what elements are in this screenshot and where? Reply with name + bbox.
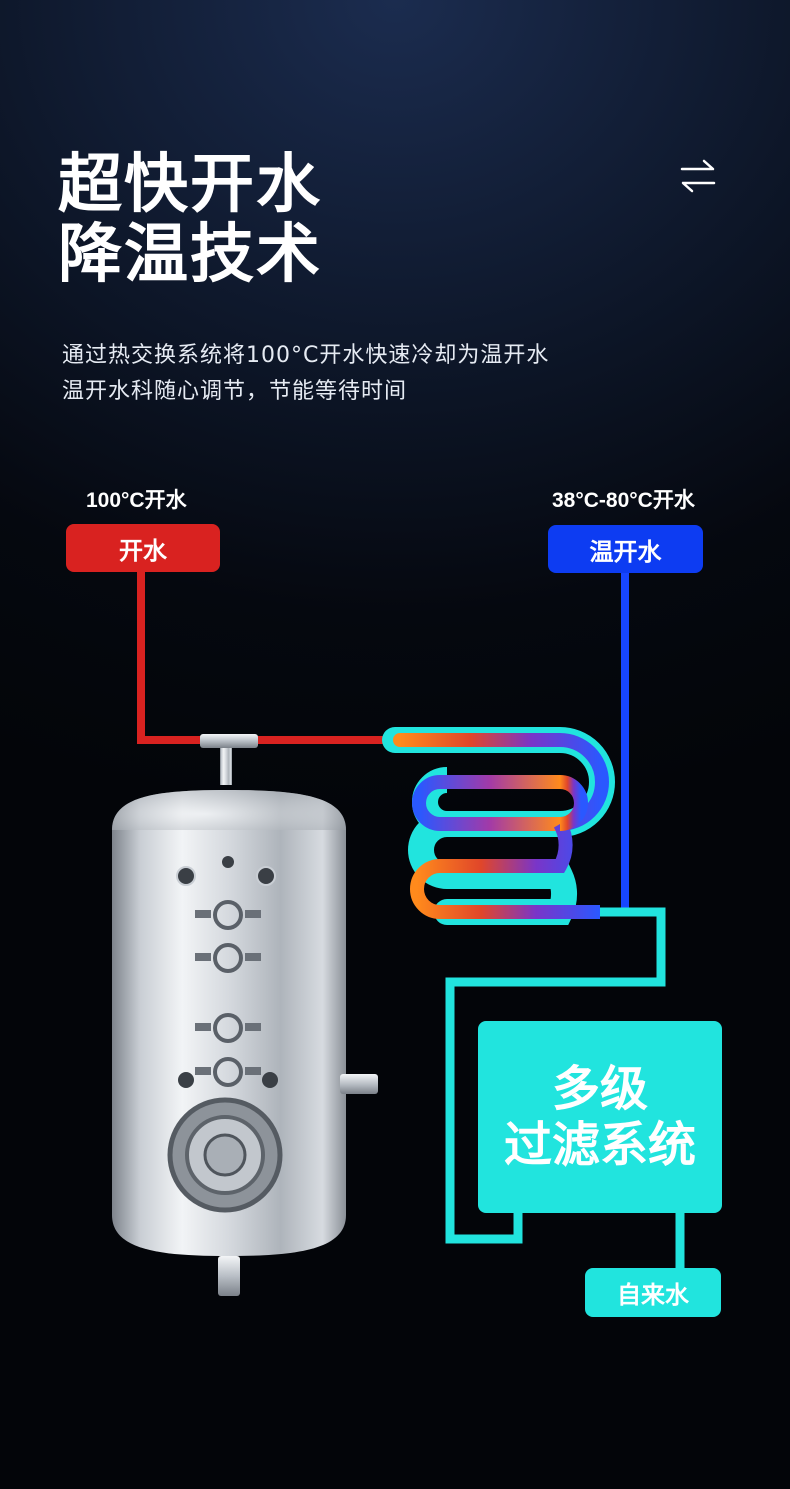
filter-line-2: 过滤系统 — [503, 1117, 696, 1173]
hot-water-tag: 开水 — [66, 524, 220, 572]
description-line-2: 温开水科随心调节，节能等待时间 — [62, 379, 408, 404]
heat-exchange-coil — [382, 727, 615, 925]
tap-water-pipe — [445, 907, 685, 1270]
tap-water-tag: 自来水 — [585, 1268, 721, 1317]
warm-water-pipe — [595, 573, 629, 916]
filter-system-box: 多级 过滤系统 — [478, 1021, 722, 1213]
page-title: 超快开水 降温技术 — [58, 150, 322, 290]
hot-water-temp-label: 100°C开水 — [86, 489, 187, 512]
title-line-2: 降温技术 — [58, 218, 322, 292]
description: 通过热交换系统将100°C开水快速冷却为温开水 温开水科随心调节，节能等待时间 — [62, 338, 549, 410]
description-line-1: 通过热交换系统将100°C开水快速冷却为温开水 — [62, 343, 550, 368]
water-tank — [112, 734, 378, 1296]
filter-line-1: 多级 — [551, 1061, 648, 1117]
warm-water-temp-label: 38°C-80°C开水 — [552, 489, 695, 512]
title-line-1: 超快开水 — [58, 148, 322, 222]
warm-water-tag: 温开水 — [548, 525, 703, 573]
hot-water-pipe — [137, 572, 400, 744]
swap-arrows-icon[interactable] — [676, 154, 720, 198]
